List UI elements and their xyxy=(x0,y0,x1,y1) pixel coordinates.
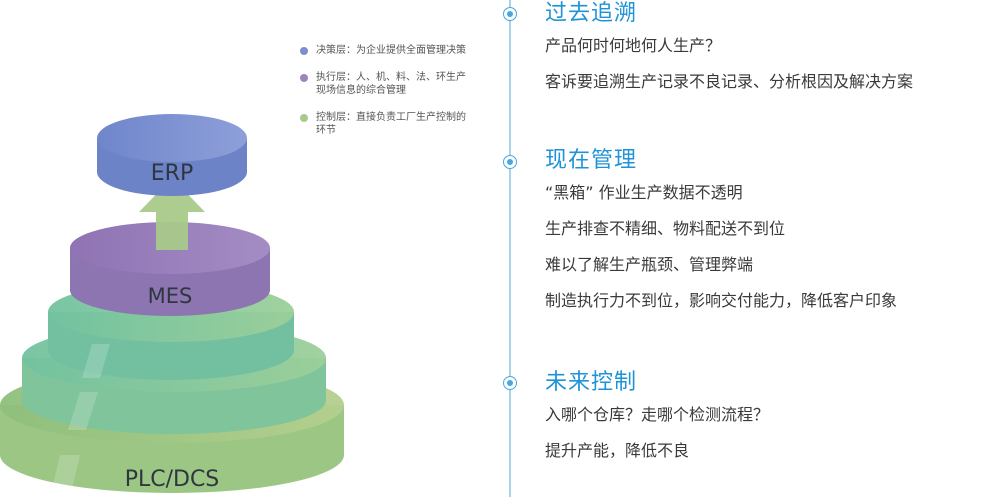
layer-pyramid-diagram: ERP MES PLC/DCS xyxy=(0,114,344,493)
section-line: 入哪个仓库？走哪个检测流程？ xyxy=(545,405,770,424)
timeline-node-present xyxy=(503,155,517,169)
section-past: 过去追溯 产品何时何地何人生产？ 客诉要追溯生产记录不良记录、分析根因及解决方案 xyxy=(545,1,1000,108)
legend-item-decision: 决策层：为企业提供全面管理决策 xyxy=(298,44,473,57)
section-future: 未来控制 入哪个仓库？走哪个检测流程？ 提升产能，降低不良 xyxy=(545,370,1000,477)
section-line: “黑箱” 作业生产数据不透明 xyxy=(545,183,743,202)
legend-dot-decision xyxy=(300,47,308,55)
section-title-future: 未来控制 xyxy=(545,370,638,395)
section-line: 制造执行力不到位，影响交付能力，降低客户印象 xyxy=(545,291,898,310)
upward-arrow xyxy=(139,178,205,250)
timeline-node-past xyxy=(503,7,517,21)
timeline-line xyxy=(509,0,511,497)
section-line: 难以了解生产瓶颈、管理弊端 xyxy=(545,255,754,274)
section-line: 生产排查不精细、物料配送不到位 xyxy=(545,219,786,238)
legend-text-decision: 决策层：为企业提供全面管理决策 xyxy=(316,45,466,56)
legend: 决策层：为企业提供全面管理决策 执行层：人、机、料、法、环生产现场信息的综合管理… xyxy=(298,44,473,151)
section-line: 提升产能，降低不良 xyxy=(545,441,690,460)
section-title-present: 现在管理 xyxy=(545,148,638,173)
legend-dot-control xyxy=(300,114,308,122)
plc-dcs-label: PLC/DCS xyxy=(125,467,220,492)
section-line: 产品何时何地何人生产？ xyxy=(545,36,722,55)
mes-label: MES xyxy=(148,284,193,308)
legend-dot-execution xyxy=(300,74,308,82)
erp-layer xyxy=(97,114,247,196)
section-present: 现在管理 “黑箱” 作业生产数据不透明 生产排查不精细、物料配送不到位 难以了解… xyxy=(545,148,1000,327)
legend-item-control: 控制层：直接负责工厂生产控制的环节 xyxy=(298,111,473,137)
section-title-past: 过去追溯 xyxy=(545,1,638,26)
timeline-node-future xyxy=(503,376,517,390)
legend-item-execution: 执行层：人、机、料、法、环生产现场信息的综合管理 xyxy=(298,71,473,97)
legend-text-execution: 执行层：人、机、料、法、环生产现场信息的综合管理 xyxy=(316,72,466,96)
legend-text-control: 控制层：直接负责工厂生产控制的环节 xyxy=(316,112,466,136)
erp-label: ERP xyxy=(151,161,193,186)
section-line: 客诉要追溯生产记录不良记录、分析根因及解决方案 xyxy=(545,72,914,91)
